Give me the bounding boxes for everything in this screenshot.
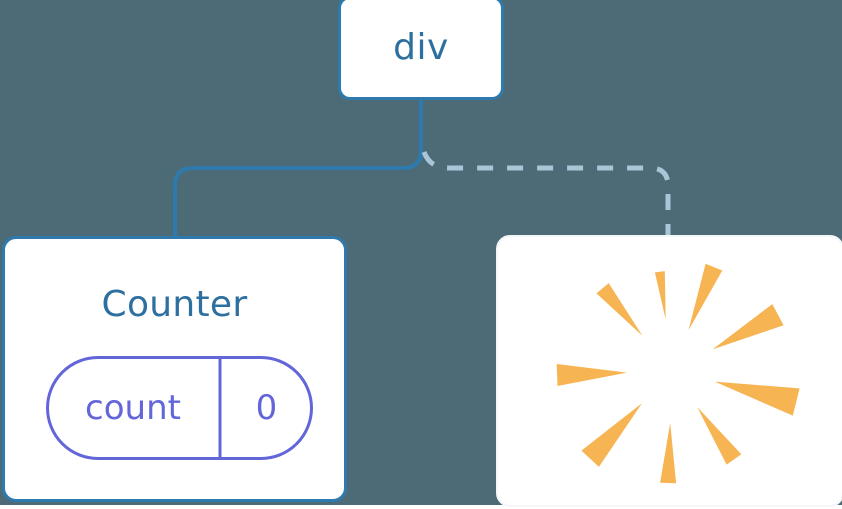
state-value-label: 0 — [255, 388, 278, 428]
sparkle-ray-5 — [581, 403, 642, 467]
node-div-label: div — [393, 27, 449, 68]
state-key-label: count — [85, 388, 181, 428]
sparkle-ray-2 — [654, 271, 666, 320]
sparkle-ray-8 — [714, 381, 800, 416]
node-counter[interactable]: Counter count 0 — [2, 236, 347, 502]
node-rerender[interactable] — [496, 235, 842, 507]
connector-div-to-rerender — [421, 151, 671, 238]
sparkle-ray-4 — [556, 364, 627, 386]
node-div[interactable]: div — [338, 0, 504, 100]
connector-div-to-counter — [173, 98, 423, 240]
sparkle-ray-3 — [596, 283, 643, 336]
sparkle-ray-1 — [688, 263, 723, 331]
state-pill-shape — [46, 356, 313, 460]
sparkle-ray-9 — [712, 304, 784, 350]
node-counter-title: Counter — [101, 284, 248, 325]
sparkle-ray-7 — [697, 407, 742, 465]
sparkle-burst-icon — [556, 263, 800, 484]
state-pill[interactable]: count 0 — [46, 356, 313, 460]
sparkle-ray-6 — [660, 423, 677, 484]
